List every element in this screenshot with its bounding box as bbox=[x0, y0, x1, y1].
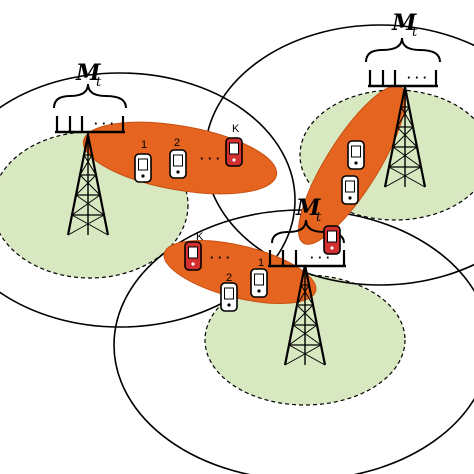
cell-1-user-2-label: 2 bbox=[174, 137, 180, 149]
cell-3-user-k-phone-icon bbox=[184, 241, 202, 271]
cell-2-user-3-phone-icon bbox=[323, 225, 341, 255]
cell-3-user-2-phone-icon bbox=[220, 282, 238, 312]
cell-1-user-1-phone-icon bbox=[134, 153, 152, 183]
cell-3-antenna-count-label: M bbox=[295, 195, 321, 221]
cell-1-boundary bbox=[0, 72, 296, 328]
cell-1-user-k-phone-icon bbox=[225, 137, 243, 167]
cell-2-antenna-array: · · · bbox=[365, 37, 441, 91]
cell-2-user-1-phone-icon bbox=[347, 140, 365, 170]
cell-2-user-2-phone-icon bbox=[341, 175, 359, 205]
cell-2-antenna-dots: · · · bbox=[407, 70, 427, 85]
cell-3-beam-dots: · · · bbox=[210, 250, 230, 265]
cell-1-user-k-label: K bbox=[232, 123, 240, 135]
cell-3-user-2-label: 2 bbox=[226, 272, 232, 284]
cell-1-beam-dots: · · · bbox=[200, 151, 220, 166]
cell-1-antenna-count-label: M bbox=[75, 60, 101, 86]
cell-2-antenna-count-subscript: t bbox=[412, 25, 418, 40]
cell-2-antenna-count-label: M bbox=[391, 10, 417, 36]
cell-3-user-1-phone-icon bbox=[250, 268, 268, 298]
cell-1-user-1-label: 1 bbox=[141, 139, 147, 151]
cell-3-user-k-label: K bbox=[196, 231, 204, 243]
cell-1-antenna-dots: · · · bbox=[94, 116, 114, 131]
cell-3-user-1-label: 1 bbox=[258, 257, 264, 269]
cell-1-antenna-array: · · · bbox=[53, 83, 127, 137]
cell-1-antenna-count-subscript: t bbox=[96, 75, 102, 90]
cell-1-user-2-phone-icon bbox=[169, 149, 187, 179]
cell-3-antenna-count-subscript: t bbox=[316, 210, 322, 225]
